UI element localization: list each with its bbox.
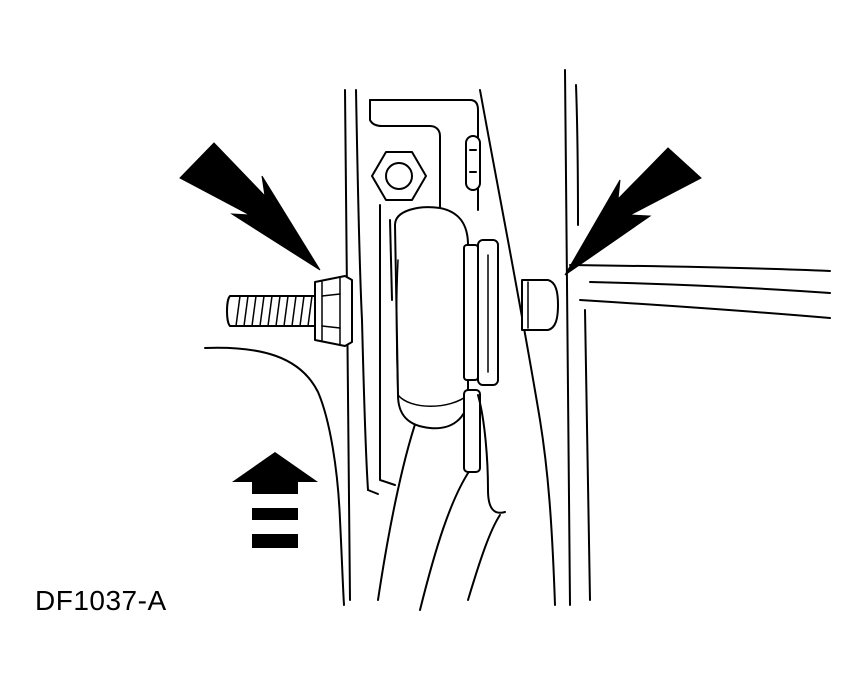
bracket-clip xyxy=(465,135,481,191)
bolt-end xyxy=(521,279,559,331)
mounting-bracket xyxy=(369,99,479,486)
vehicle-front-arrow-icon xyxy=(232,452,318,548)
right-panel-lines xyxy=(569,264,831,319)
right-frame xyxy=(479,69,591,606)
body-panel-outline xyxy=(204,346,345,606)
control-arm xyxy=(377,409,501,611)
arrow-nut-end-icon xyxy=(564,147,702,276)
bolt xyxy=(226,295,316,327)
frame-rail xyxy=(344,89,379,601)
bushing-plates xyxy=(463,239,506,514)
bracket-hex-nut xyxy=(371,151,427,201)
bushing xyxy=(394,206,469,430)
figure-id-label: DF1037-A xyxy=(35,585,167,616)
arrow-bolt-head-icon xyxy=(179,142,321,271)
bolt-nut xyxy=(314,275,353,347)
